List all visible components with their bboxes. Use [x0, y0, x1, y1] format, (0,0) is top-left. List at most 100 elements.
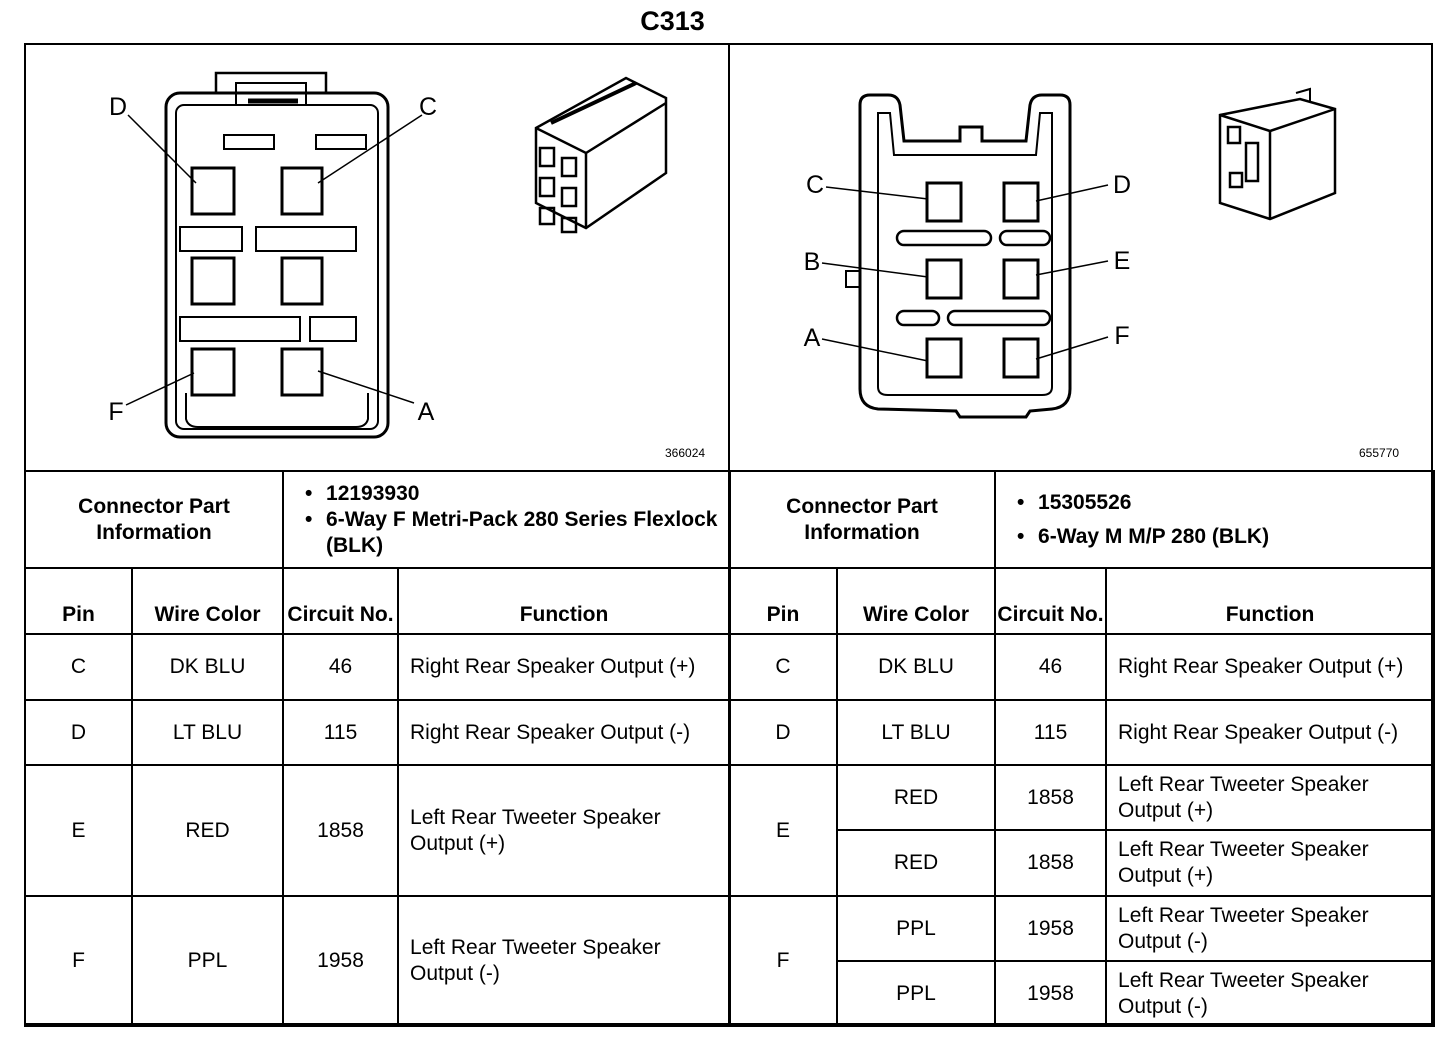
table-row: C DK BLU 46 Right Rear Speaker Output (+… — [24, 633, 732, 701]
left-connector-3d — [534, 76, 668, 234]
table-row: E RED 1858 Left Rear Tweeter Speaker Out… — [728, 764, 1436, 897]
wire-cell: RED — [835, 764, 997, 831]
right-cavity-e — [1002, 258, 1040, 300]
table-row: D LT BLU 115 Right Rear Speaker Output (… — [728, 699, 1436, 766]
pin-cell: C — [24, 633, 133, 701]
right-pin-label-e: E — [1114, 247, 1131, 275]
right-pin-label-d: D — [1113, 171, 1131, 199]
left-cavity-d — [190, 166, 236, 216]
right-housing-outer — [858, 93, 1072, 419]
left-info-row: Connector Part Information 12193930 6-Wa… — [23, 470, 732, 569]
circuit-cell: 46 — [282, 633, 400, 701]
right-part-description: 6-Way M M/P 280 (BLK) — [1017, 524, 1425, 550]
wire-cell: RED — [835, 829, 997, 897]
wire-cell: LT BLU — [130, 699, 285, 766]
circuit-cell: 1958 — [994, 960, 1108, 1027]
wire-cell: RED — [130, 764, 285, 897]
right-cavity-b — [925, 258, 963, 300]
table-row: F PPL 1958 Left Rear Tweeter Speaker Out… — [728, 895, 1436, 1027]
right-pin-label-a: A — [804, 324, 821, 352]
table-row: F PPL 1958 Left Rear Tweeter Speaker Out… — [24, 895, 732, 1027]
right-connector-3d — [1218, 87, 1337, 221]
right-image-id: 655770 — [1359, 446, 1400, 460]
left-cavity-c — [280, 166, 324, 216]
table-row: PPL 1958 Left Rear Tweeter Speaker Outpu… — [729, 960, 1436, 1027]
wire-cell: PPL — [835, 895, 997, 962]
function-cell: Left Rear Tweeter Speaker Output (-) — [397, 895, 732, 1027]
right-col-wire: Wire Color — [835, 567, 997, 635]
circuit-cell: 46 — [994, 633, 1108, 701]
left-housing-outer — [164, 91, 390, 439]
left-part-description: 6-Way F Metri-Pack 280 Series Flexlock (… — [305, 507, 721, 559]
left-info-list: 12193930 6-Way F Metri-Pack 280 Series F… — [284, 481, 729, 559]
left-cavity-f — [190, 347, 236, 397]
pin-cell: F — [728, 895, 838, 1027]
circuit-cell: 1958 — [282, 895, 400, 1027]
right-info-row: Connector Part Information 15305526 6-Wa… — [727, 470, 1436, 569]
left-cavity-a — [280, 347, 324, 397]
left-pinout-table: Connector Part Information 12193930 6-Wa… — [23, 470, 732, 1027]
right-col-pin: Pin — [728, 567, 838, 635]
function-cell: Left Rear Tweeter Speaker Output (+) — [1105, 829, 1436, 897]
right-cavity-c — [925, 181, 963, 223]
right-header-row: Pin Wire Color Circuit No. Function — [728, 567, 1436, 635]
right-pinout-table: Connector Part Information 15305526 6-Wa… — [727, 470, 1436, 1027]
right-info-label: Connector Part Information — [727, 470, 997, 569]
wire-cell: PPL — [835, 960, 997, 1027]
right-cavity-d — [1002, 181, 1040, 223]
wire-cell: DK BLU — [130, 633, 285, 701]
wire-cell: PPL — [130, 895, 285, 1027]
left-col-function: Function — [397, 567, 732, 635]
center-divider — [728, 43, 730, 471]
right-info-list: 15305526 6-Way M M/P 280 (BLK) — [996, 490, 1433, 550]
left-col-pin: Pin — [24, 567, 133, 635]
left-pin-label-a: A — [418, 398, 435, 426]
pin-cell: F — [24, 895, 133, 1027]
pin-cell: D — [24, 699, 133, 766]
left-pin-label-f: F — [108, 398, 123, 426]
function-cell: Left Rear Tweeter Speaker Output (+) — [1105, 764, 1436, 831]
pin-cell: E — [24, 764, 133, 897]
right-cavity-a — [925, 337, 963, 379]
table-row: D LT BLU 115 Right Rear Speaker Output (… — [24, 699, 732, 766]
left-col-circuit: Circuit No. — [282, 567, 400, 635]
function-cell: Left Rear Tweeter Speaker Output (-) — [1105, 895, 1436, 962]
left-diagram-panel: D C F A — [26, 43, 728, 471]
circuit-cell: 1858 — [282, 764, 400, 897]
wire-cell: LT BLU — [835, 699, 997, 766]
page-title: C313 — [640, 6, 705, 36]
right-pin-label-c: C — [806, 171, 824, 199]
left-part-number: 12193930 — [305, 481, 721, 507]
circuit-cell: 1958 — [994, 895, 1108, 962]
left-header-row: Pin Wire Color Circuit No. Function — [24, 567, 732, 635]
right-info-cell: 15305526 6-Way M M/P 280 (BLK) — [994, 470, 1436, 569]
left-info-cell: 12193930 6-Way F Metri-Pack 280 Series F… — [282, 470, 732, 569]
right-diagram-panel: C D B E A F — [730, 43, 1431, 471]
circuit-cell: 115 — [994, 699, 1108, 766]
table-row: E RED 1858 Left Rear Tweeter Speaker Out… — [24, 764, 732, 897]
function-cell: Right Rear Speaker Output (-) — [1105, 699, 1436, 766]
circuit-cell: 115 — [282, 699, 400, 766]
circuit-cell: 1858 — [994, 829, 1108, 897]
pin-cell: D — [728, 699, 838, 766]
pin-cell: E — [728, 764, 838, 897]
left-col-wire: Wire Color — [130, 567, 285, 635]
right-connector-drawing: C D B E A F — [804, 87, 1337, 419]
function-cell: Right Rear Speaker Output (+) — [1105, 633, 1436, 701]
left-connector-drawing: D C F A — [108, 71, 668, 439]
function-cell: Right Rear Speaker Output (-) — [397, 699, 732, 766]
table-row: C DK BLU 46 Right Rear Speaker Output (+… — [728, 633, 1436, 701]
pin-cell: C — [728, 633, 838, 701]
right-pin-label-b: B — [804, 248, 821, 276]
function-cell: Left Rear Tweeter Speaker Output (-) — [1105, 960, 1436, 1027]
left-info-label: Connector Part Information — [23, 470, 285, 569]
left-image-id: 366024 — [665, 446, 706, 460]
left-pin-label-c: C — [419, 93, 437, 121]
table-row: RED 1858 Left Rear Tweeter Speaker Outpu… — [729, 829, 1436, 897]
wire-cell: DK BLU — [835, 633, 997, 701]
right-col-function: Function — [1105, 567, 1436, 635]
right-cavity-f — [1002, 337, 1040, 379]
right-part-number: 15305526 — [1017, 490, 1425, 516]
right-col-circuit: Circuit No. — [994, 567, 1108, 635]
right-pin-label-f: F — [1114, 322, 1129, 350]
